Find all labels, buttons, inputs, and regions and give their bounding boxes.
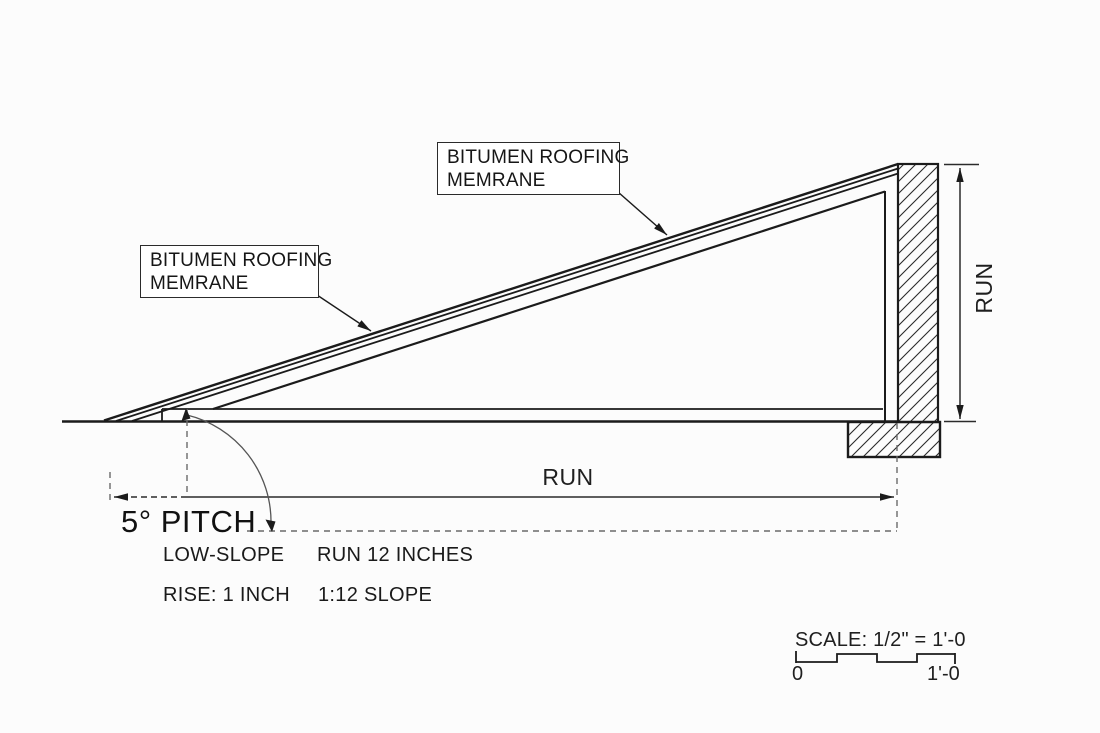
callout-upper-line1: BITUMEN ROOFING bbox=[447, 147, 630, 168]
scale-label: SCALE: 1/2" = 1'-0 bbox=[795, 629, 966, 651]
callout-lower-line1: BITUMEN ROOFING bbox=[150, 250, 333, 271]
run-label-vertical: RUN bbox=[971, 262, 997, 314]
arc-curve bbox=[186, 414, 272, 525]
deck-line bbox=[131, 172, 899, 422]
leader-upper bbox=[617, 191, 668, 236]
callout-lower: BITUMEN ROOFING MEMRANE bbox=[140, 245, 333, 298]
footing-hatched bbox=[846, 420, 942, 459]
membrane-line-2 bbox=[115, 167, 899, 422]
roof-structure bbox=[62, 162, 899, 423]
wall-section bbox=[846, 162, 942, 459]
ratio-note-label: 1:12 SLOPE bbox=[318, 584, 433, 606]
callout-upper: BITUMEN ROOFING MEMRANE bbox=[437, 142, 630, 195]
leader-lower bbox=[316, 294, 372, 332]
scale-one-foot-label: 1'-0 bbox=[927, 663, 960, 685]
construction-lines bbox=[109, 409, 898, 532]
run-label-horizontal: RUN bbox=[542, 464, 594, 490]
scale-bar-graphic bbox=[795, 651, 956, 664]
arc-arrow-bottom bbox=[265, 519, 276, 532]
slope-type-label: LOW-SLOPE bbox=[163, 544, 285, 566]
arc-arrow-top bbox=[181, 408, 191, 421]
callout-lower-line2: MEMRANE bbox=[150, 273, 249, 294]
pitch-angle-label: 5° PITCH bbox=[121, 504, 257, 539]
membrane-line-1 bbox=[103, 162, 899, 422]
callout-upper-line2: MEMRANE bbox=[447, 170, 546, 191]
wall-hatched bbox=[896, 162, 940, 424]
rise-note-label: RISE: 1 INCH bbox=[163, 584, 290, 606]
run-note-label: RUN 12 INCHES bbox=[317, 544, 474, 566]
run-dimension-vertical bbox=[944, 163, 979, 423]
pitch-arc bbox=[181, 408, 276, 532]
leader-lines bbox=[316, 191, 668, 332]
scale-zero-label: 0 bbox=[792, 663, 804, 685]
rafter-underside-line bbox=[212, 190, 886, 411]
